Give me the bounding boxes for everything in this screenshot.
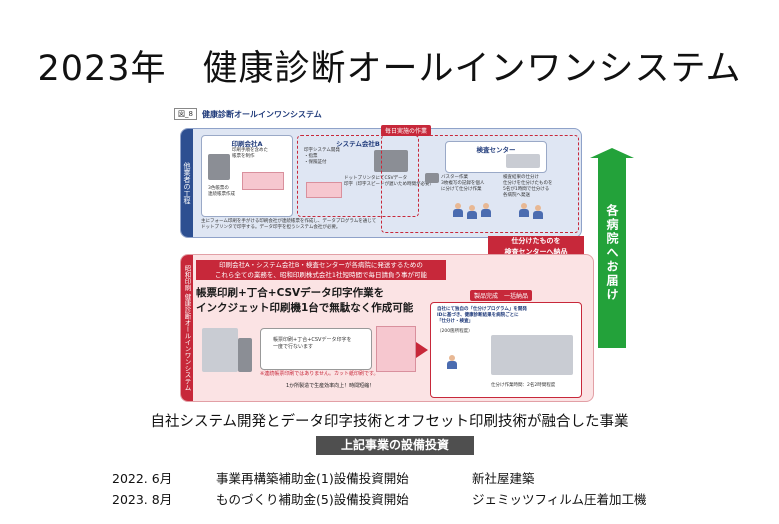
company-b-box: システム会社B 印字システム開発 ・指票 ・保険証付 ドットプリンタにてCSVデ…	[297, 135, 434, 217]
efficiency-note: 1か所製造で生産効率向上！時間短縮！	[286, 383, 375, 389]
figure-header: 図_8 健康診断オールインワンシステム	[174, 106, 322, 122]
process-arrow	[416, 342, 428, 358]
program-cap: （200箇所程度）	[437, 329, 473, 334]
worker-icon	[481, 203, 491, 217]
machine-note: 帳票印刷+丁合+CSVデータ印字を 一度で行ないます	[273, 337, 352, 350]
company-a-box: 印刷会社A 印刷手順を含めた 帳票を制作 3色帳票の 連続帳票作成	[201, 135, 293, 217]
offset-press-icon	[208, 154, 230, 180]
history-date: 2022. 6月	[112, 471, 173, 486]
history-desc: ものづくり補助金(5)設備投資開始	[216, 492, 409, 507]
upper-caption: 主にフォーム印刷を手がける印刷会社が連続帳票を作成し、データプログラムを通じて …	[201, 219, 377, 230]
bus-note: バスター作業 3枚複写の記録を個人 に分けて仕分け作業	[441, 175, 485, 192]
history-note: ジェミッツフィルム圧着加工機	[472, 492, 647, 507]
figure-title: 健康診断オールインワンシステム	[201, 109, 322, 119]
machine-note-red: ※連続帳票印刷ではありません。カット紙印刷です。	[260, 371, 379, 377]
operator-icon	[447, 355, 457, 369]
time-note: 仕分け作業時間：2名2時間程度	[491, 383, 556, 388]
worker-icon	[467, 205, 477, 219]
company-a-machine-note: 3色帳票の 連続帳票作成	[208, 186, 235, 197]
worker-icon	[533, 205, 543, 219]
headline-text: 帳票印刷+丁合+CSVデータ印字作業を インクジェット印刷機1台で無駄なく作成可…	[196, 287, 414, 314]
system-diagram: 図_8 健康診断オールインワンシステム 他業者の工程 印刷会社A 印刷手順を含め…	[168, 106, 634, 402]
company-b-note: 印字システム開発 ・指票 ・保険証付	[304, 148, 340, 165]
dot-printer-icon	[374, 150, 408, 172]
history-row: 2023. 8月 ものづくり補助金(5)設備投資開始 ジェミッツフィルム圧着加工…	[112, 489, 647, 510]
investment-history: 2022. 6月 事業再構築補助金(1)設備投資開始 新社屋建築 2023. 8…	[112, 468, 647, 510]
history-date: 2023. 8月	[112, 492, 173, 507]
monitor-icon	[491, 335, 573, 375]
center-result-note: 検査結果の仕分け 仕分けを仕分けたものを 5名が1時間で仕分ける 各病院へ発送	[503, 175, 553, 198]
program-box: 自社にて独自の「仕分けプログラム」を開発 IDに基づき、健康診断結果を病院ごとに…	[430, 302, 582, 398]
inkjet-unit-icon	[238, 338, 252, 372]
form-paper-icon	[242, 172, 284, 190]
truck-icon	[425, 173, 439, 183]
section-badge: 上記事業の設備投資	[316, 436, 474, 455]
subheadline: 自社システム開発とデータ印字技術とオフセット印刷技術が融合した事業	[150, 414, 629, 430]
center-label: 検査センター	[476, 146, 516, 154]
company-b-printer-note: ドットプリンタにてCSVデータ 印字（印字スピードが遅いため時間が必要）	[344, 176, 434, 187]
worker-icon	[453, 203, 463, 217]
worker-icon	[519, 203, 529, 217]
building-icon	[506, 154, 540, 168]
machine-note-box: 帳票印刷+丁合+CSVデータ印字を 一度で行ないます	[260, 328, 372, 370]
company-a-note: 印刷手順を含めた 帳票を制作	[232, 148, 268, 159]
destination-bar: 各病院へお届け	[590, 148, 634, 348]
center-box: 検査センター	[445, 141, 547, 173]
lower-side-label: 昭和印刷 健康診断オールインワンシステム	[181, 255, 193, 401]
upper-side-label: 他業者の工程	[181, 129, 193, 237]
inkjet-press-icon	[202, 328, 238, 372]
figure-label: 図_8	[174, 108, 197, 120]
history-row: 2022. 6月 事業再構築補助金(1)設備投資開始 新社屋建築	[112, 468, 647, 489]
company-b-label: システム会社B	[336, 140, 380, 148]
page-title: 2023年 健康診断オールインワンシステム	[37, 49, 742, 89]
history-desc: 事業再構築補助金(1)設備投資開始	[216, 471, 409, 486]
daily-work-tag: 毎日実施の作業	[381, 125, 432, 136]
history-note: 新社屋建築	[472, 471, 535, 486]
products-tag: 製品完成 一括納品	[470, 290, 533, 301]
output-forms-icon	[376, 326, 416, 372]
company-a-label: 印刷会社A	[231, 140, 263, 148]
other-vendors-panel: 他業者の工程 印刷会社A 印刷手順を含めた 帳票を制作 3色帳票の 連続帳票作成…	[180, 125, 582, 238]
delivery-callout: 仕分けたものを 検査センターへ納品	[488, 236, 584, 258]
printed-form-icon	[306, 182, 342, 198]
capability-banner: 印刷会社A・システム会社B・検査センターが各病院に発送するための これら全ての業…	[196, 260, 446, 280]
daily-work-frame	[381, 135, 579, 233]
program-note: 自社にて独自の「仕分けプログラム」を開発 IDに基づき、健康診断結果を病院ごとに…	[437, 307, 527, 324]
